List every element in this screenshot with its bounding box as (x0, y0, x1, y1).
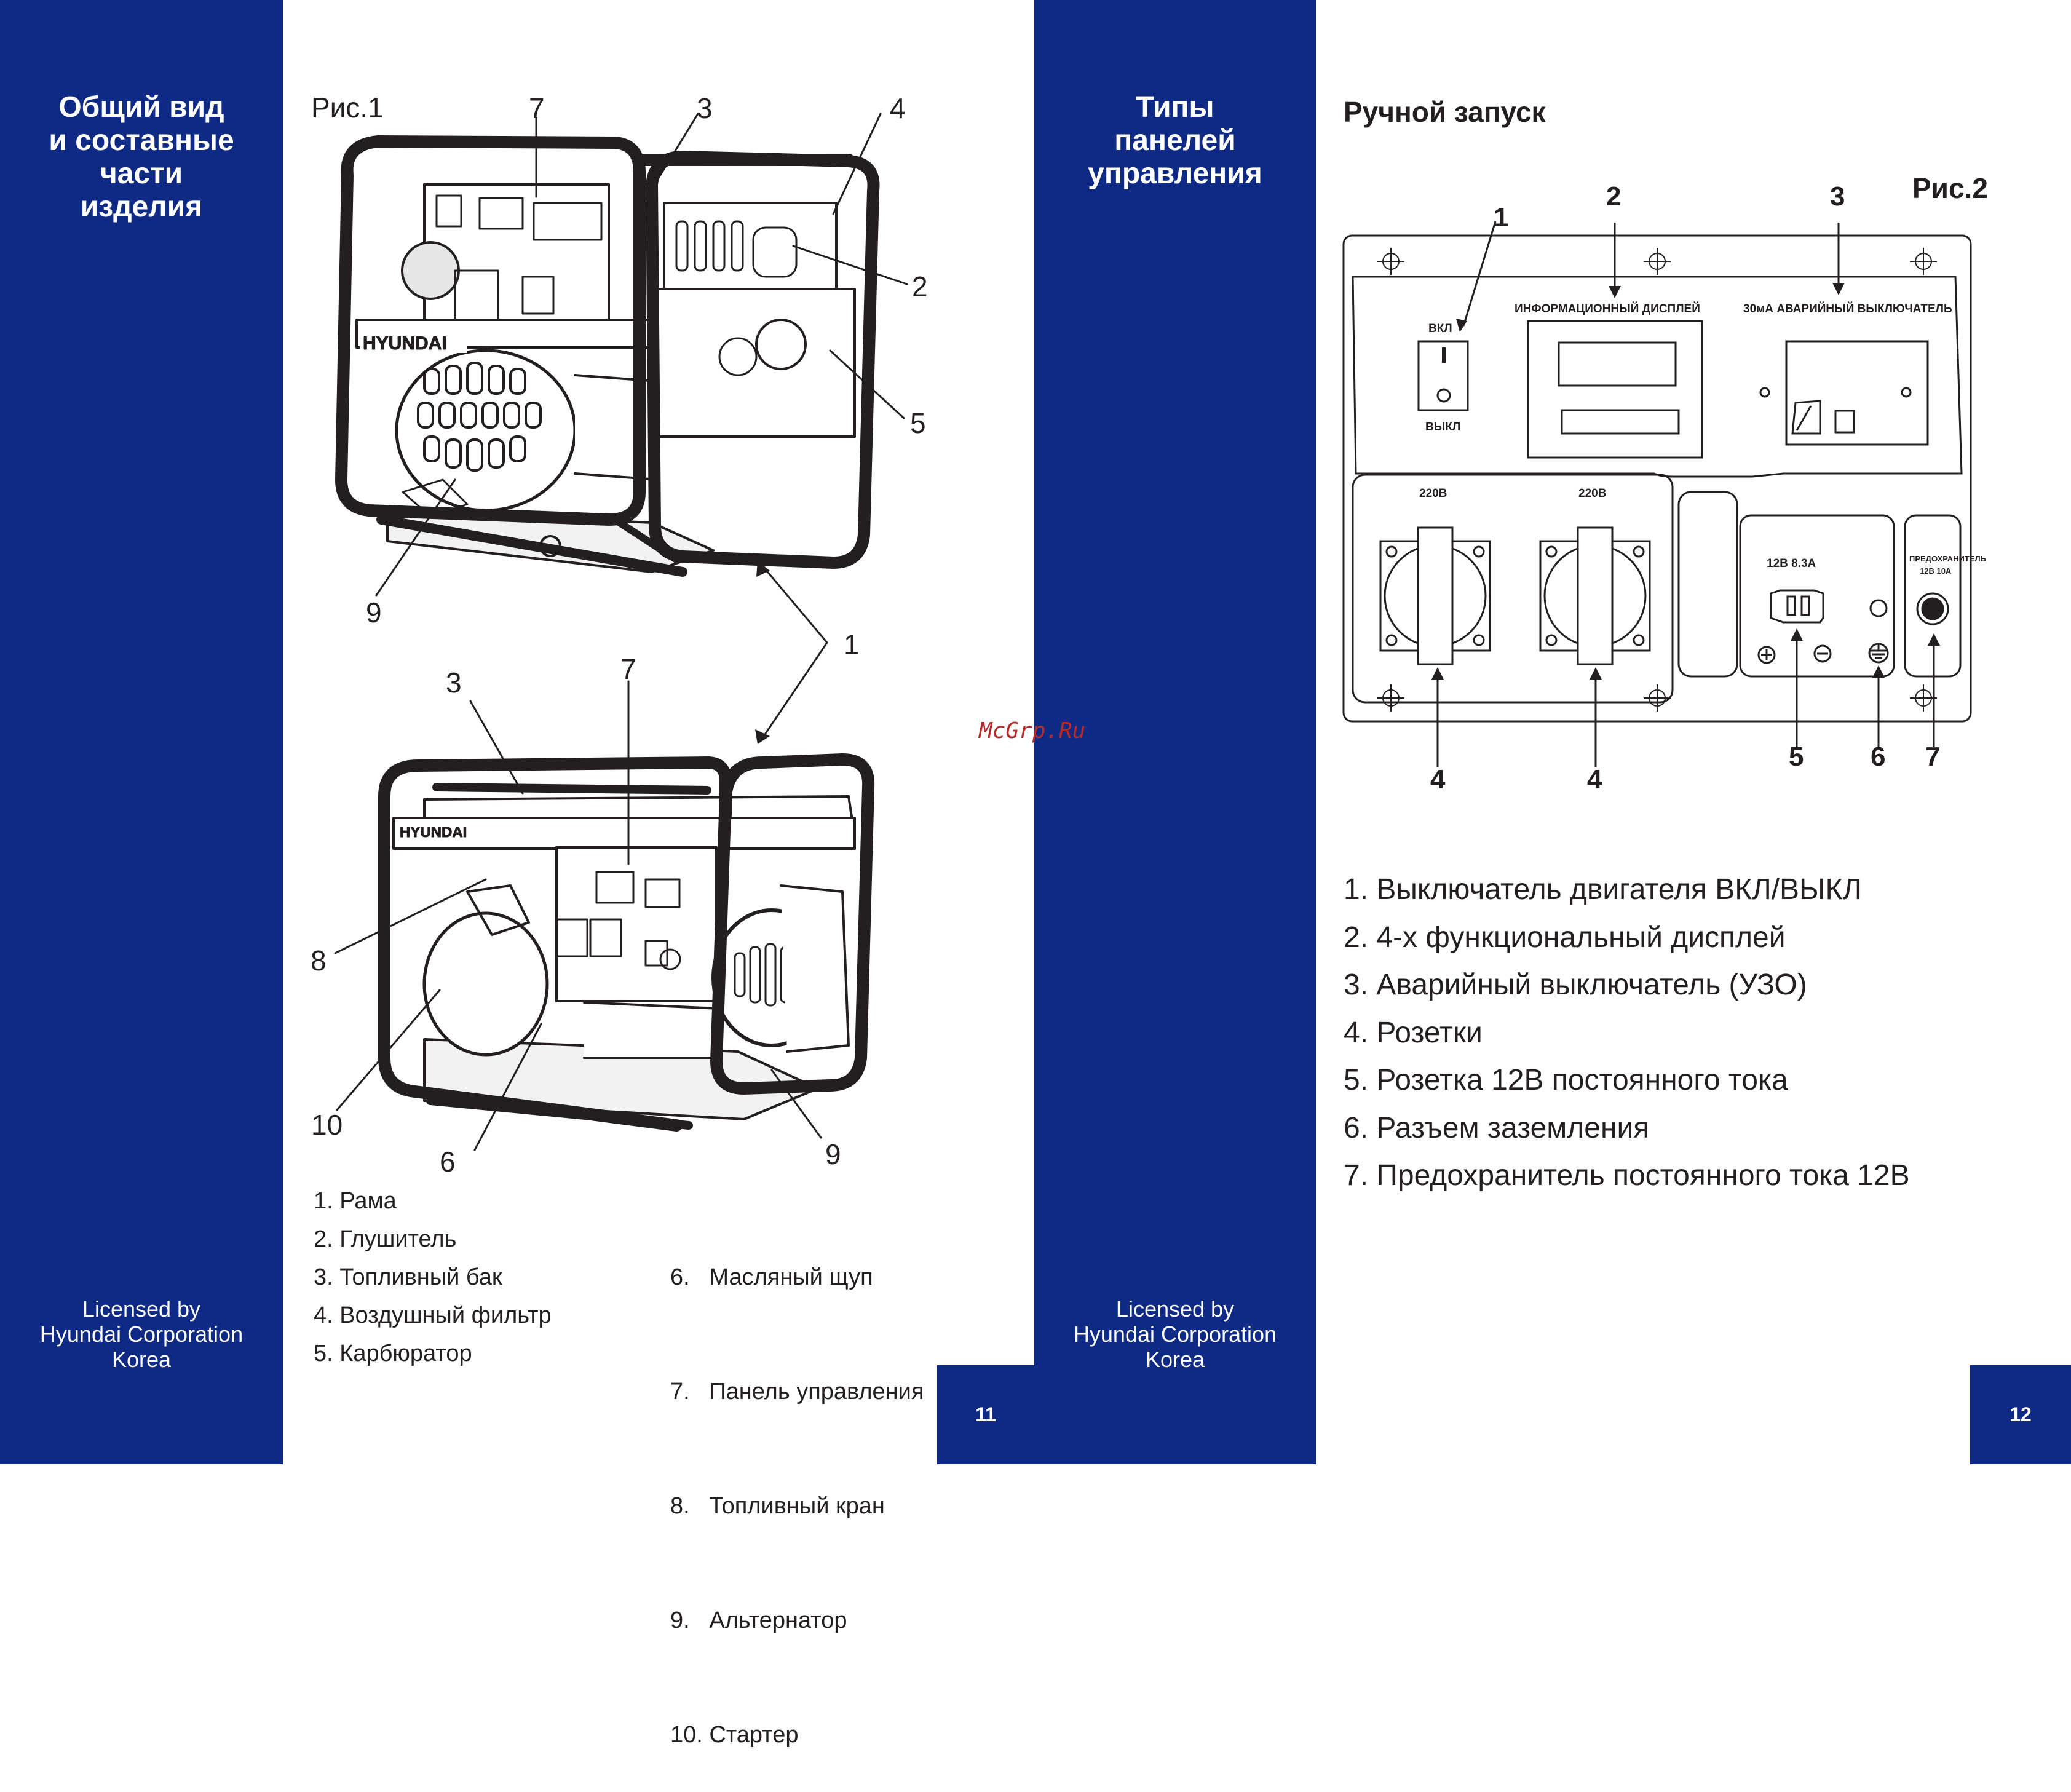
off-label: ВЫКЛ (1425, 421, 1460, 434)
generator-bottom-illustration: HYUNDAI (378, 753, 875, 1132)
list-item: 2. 4-х функциональный дисплей (1344, 921, 1786, 954)
callout-3-top: 3 (697, 92, 713, 124)
license-line: Korea (1145, 1347, 1205, 1372)
callout-4: 4 (890, 92, 906, 124)
fuse-label-line1: ПРЕДОХРАНИТЕЛЬ (1909, 554, 1986, 563)
list-item: 2. Глушитель (314, 1226, 457, 1252)
left-section-title: Общий вид и составные части изделия (0, 91, 283, 224)
panel-callout-2: 2 (1606, 181, 1621, 212)
license-line: Hyundai Corporation (39, 1322, 244, 1347)
list-item: 3. Аварийный выключатель (УЗО) (1344, 969, 1807, 1001)
title-line: панелей (1114, 124, 1236, 157)
list-item: 3. Топливный бак (314, 1264, 502, 1290)
ground-terminal (1869, 599, 1888, 617)
panel-callout-3: 3 (1830, 181, 1845, 212)
license-note-left: Licensed by Hyundai Corporation Korea (0, 1296, 283, 1372)
page-number: 12 (2010, 1403, 2032, 1425)
callout-9-bottom: 9 (825, 1138, 841, 1170)
title-line: части (100, 157, 183, 190)
title-line: Общий вид (58, 91, 224, 124)
manual-start-heading: Ручной запуск (1344, 96, 1546, 128)
socket-2-label: 220В (1578, 487, 1606, 500)
callout-2: 2 (912, 271, 928, 303)
right-sidebar (1034, 0, 1316, 1464)
control-panel-diagram (1342, 221, 1972, 767)
title-line: управления (1088, 157, 1262, 190)
parts-list-col1: 1. Рама 2. Глушитель 3. Топливный бак 4.… (314, 1182, 552, 1373)
license-line: Licensed by (82, 1296, 201, 1322)
panel-callout-1: 1 (1494, 202, 1508, 232)
list-item: 6. Масляный щуп (670, 1264, 873, 1290)
panel-legend: 1. Выключатель двигателя ВКЛ/ВЫКЛ 2. 4-х… (1344, 866, 1910, 1200)
license-note-right: Licensed by Hyundai Corporation Korea (1034, 1296, 1316, 1372)
figure-1-label: Рис.1 (311, 92, 384, 124)
title-line: изделия (80, 191, 203, 223)
callout-10: 10 (311, 1109, 343, 1141)
svg-text:HYUNDAI: HYUNDAI (363, 333, 447, 354)
display-label: ИНФОРМАЦИОННЫЙ ДИСПЛЕЙ (1515, 302, 1700, 315)
list-item: 4. Воздушный фильтр (314, 1302, 552, 1328)
figure-2-label: Рис.2 (1912, 172, 1988, 204)
callout-8: 8 (311, 945, 327, 977)
page-number-right: 12 (1970, 1365, 2071, 1464)
page-number-left: 11 (937, 1365, 1034, 1464)
callout-3-bottom: 3 (446, 667, 462, 699)
dc-outlet-label: 12В 8.3А (1767, 557, 1816, 570)
watermark: McGrp.Ru (979, 718, 1086, 743)
socket-1-label: 220В (1419, 487, 1447, 500)
svg-text:HYUNDAI: HYUNDAI (400, 824, 467, 841)
panel-callout-4b: 4 (1587, 764, 1602, 795)
list-item: 4. Розетки (1344, 1016, 1483, 1049)
rcd-label: 30мА АВАРИЙНЫЙ ВЫКЛЮЧАТЕЛЬ (1743, 302, 1952, 315)
callout-7-top: 7 (529, 92, 545, 124)
list-item: 8. Топливный кран (670, 1493, 885, 1519)
leader-lines-fig2 (1436, 221, 1935, 767)
list-item: 1. Рама (314, 1188, 397, 1214)
list-item: 5. Розетка 12В постоянного тока (1344, 1064, 1788, 1096)
callout-6: 6 (440, 1146, 456, 1178)
license-line: Hyundai Corporation (1073, 1322, 1277, 1347)
rcd-breaker (1785, 340, 1929, 446)
fuse-label-line2: 12В 10А (1920, 566, 1952, 576)
leader-lines-fig1 (334, 113, 908, 1151)
dc-fuse (1916, 592, 1949, 625)
list-item: 6. Разъем заземления (1344, 1111, 1650, 1144)
info-display (1527, 320, 1703, 459)
engine-switch (1417, 340, 1469, 411)
list-item: 1. Выключатель двигателя ВКЛ/ВЫКЛ (1344, 873, 1862, 906)
list-item: 9. Альтернатор (670, 1608, 847, 1633)
generator-illustrations: HYUNDAI (311, 92, 1988, 1178)
arrowheads-fig2 (1431, 283, 1940, 680)
panel-callout-7: 7 (1925, 742, 1940, 772)
panel-callout-5: 5 (1789, 742, 1804, 772)
right-section-title: Типы панелей управления (1034, 91, 1316, 191)
dc-outlet-12v (1757, 589, 1832, 664)
license-line: Korea (111, 1347, 172, 1372)
list-item: 7. Предохранитель постоянного тока 12В (1344, 1159, 1910, 1192)
title-line: и составные (49, 124, 234, 157)
page-number: 11 (975, 1403, 996, 1425)
panel-callout-6: 6 (1871, 742, 1885, 772)
list-item: 5. Карбюратор (314, 1341, 472, 1366)
list-item: 10. Стартер (670, 1722, 799, 1748)
parts-list-col2: 6. Масляный щуп 7. Панель управления 8. … (670, 1182, 924, 1792)
list-item: 7. Панель управления (670, 1379, 924, 1405)
left-sidebar (0, 0, 283, 1464)
title-line: Типы (1136, 91, 1214, 124)
generator-top-illustration: HYUNDAI (335, 135, 880, 577)
socket-220v-1 (1379, 526, 1491, 665)
callout-1: 1 (844, 628, 860, 660)
callout-5: 5 (910, 407, 926, 439)
callout-9-top: 9 (366, 597, 382, 628)
on-label: ВКЛ (1428, 322, 1452, 335)
arrowheads-fig1 (755, 561, 770, 744)
socket-220v-2 (1539, 526, 1651, 665)
license-line: Licensed by (1115, 1296, 1235, 1322)
callout-7-bottom: 7 (620, 653, 636, 685)
panel-callout-4a: 4 (1430, 764, 1446, 795)
